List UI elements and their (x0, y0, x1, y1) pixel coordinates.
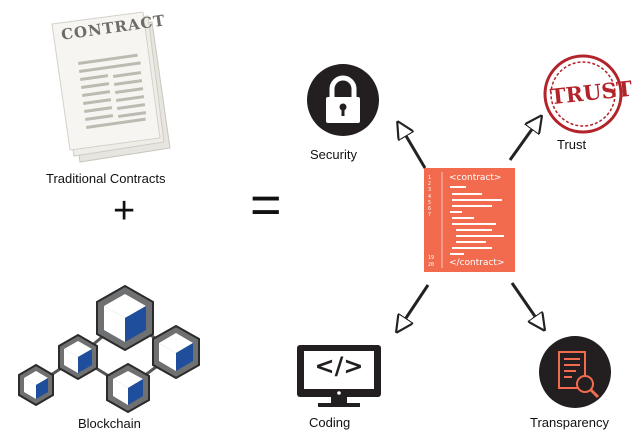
contract-paper-icon (51, 11, 171, 163)
equals-sign: = (250, 175, 282, 235)
cube-bottom (106, 362, 150, 414)
line-number: 3 (428, 187, 432, 194)
line-number: 7 (428, 212, 432, 219)
trust-stamp-icon (543, 54, 623, 134)
line-number: 2 (428, 181, 432, 188)
coding-label: Coding (309, 415, 351, 430)
transparency-label: Transparency (530, 415, 609, 430)
line-number: 1 (428, 175, 432, 181)
blockchain-icon (18, 284, 200, 414)
cube-middle-left (58, 333, 98, 381)
cube-large (96, 284, 154, 352)
arrow-to-transparency (510, 282, 543, 328)
code-document (424, 168, 515, 272)
arrow-to-trust (508, 118, 540, 161)
code-open-tag: <contract> (449, 173, 502, 183)
cube-right (152, 324, 200, 380)
trust-label: Trust (557, 137, 587, 152)
plus-sign: + (113, 190, 136, 232)
arrow-to-coding (398, 284, 430, 330)
monitor-code-glyph: </> (314, 352, 364, 380)
traditional-contracts-label: Traditional Contracts (46, 171, 166, 186)
arrows (398, 118, 543, 330)
code-lines (450, 186, 504, 255)
document-magnifier-icon (539, 336, 611, 408)
monitor-code-icon (297, 345, 381, 407)
padlock-icon (307, 64, 379, 136)
line-number: 5 (428, 199, 432, 206)
security-label: Security (310, 147, 357, 162)
line-number: 6 (428, 206, 432, 213)
blockchain-label: Blockchain (78, 416, 141, 431)
arrow-to-security (399, 124, 427, 169)
code-close-tag: </contract> (449, 258, 505, 268)
line-number: 19 (428, 255, 435, 262)
line-number: 4 (428, 193, 432, 200)
line-number: 20 (428, 261, 435, 268)
cube-far-left (18, 363, 54, 407)
code-line-numbers: 1 2 3 4 5 6 7 19 20 (428, 175, 440, 268)
